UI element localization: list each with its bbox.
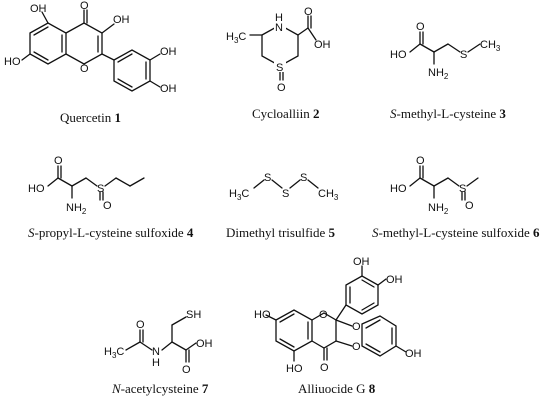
atom-oxygen: O [465,200,474,212]
atom-nitrogen: H [152,357,160,369]
amino-group: NH2 [428,202,449,216]
atom-oxygen: O [320,362,329,374]
amino-group: NH2 [66,202,87,216]
atom-oxygen-ring: O [80,63,89,75]
n-acetylcysteine-structure: O N H SH O OH H3C [104,309,213,376]
amino-group: NH2 [428,67,449,81]
compound-caption-5: Dimethyl trisulfide 5 [226,225,336,240]
atom-oxygen: O [304,6,313,18]
compound-caption-2: Cycloalliin 2 [252,106,320,121]
atom-oxygen: O [136,319,145,331]
atom-sulfur: S [276,62,283,74]
methyl-group: H3C [226,31,246,45]
atom-hydroxyl: OH [160,46,177,58]
methyl-group: CH3 [480,39,501,53]
s-propyl-cysteine-sulfoxide-structure: O HO S O NH2 [28,155,145,216]
methyl-group: H3C [229,188,249,202]
atom-oxygen: O [416,21,425,33]
cycloalliin-structure: H N S O O OH H3C [226,6,331,94]
atom-oxygen: O [416,155,425,167]
compound-caption-8: Alliuocide G 8 [298,381,376,396]
atom-hydroxyl: OH [405,348,422,360]
atom-hydroxyl: OH [30,3,47,15]
atom-nitrogen: H [275,12,283,24]
atom-sulfur: S [300,172,307,184]
atom-sulfur: S [264,172,271,184]
atom-hydroxyl: OH [353,256,370,268]
atom-hydroxyl: OH [196,338,213,350]
quercetin-structure: O OH OH HO O OH OH [4,0,177,95]
methyl-group: CH3 [318,188,339,202]
atom-oxygen: O [182,364,191,376]
atom-oxygen: O [103,200,112,212]
s-methyl-cysteine-sulfoxide-structure: O HO S O NH2 [390,155,479,216]
atom-hydroxyl: HO [28,183,45,195]
atom-hydroxyl: OH [386,274,403,286]
thiol-group: SH [186,309,201,321]
compound-caption-1: Quercetin 1 [60,110,121,125]
atom-hydroxyl: HO [4,56,21,68]
compound-caption-7: N-acetylcysteine 7 [111,381,209,396]
atom-hydroxyl: HO [254,309,271,321]
atom-oxygen: O [54,155,63,167]
atom-hydroxyl: OH [113,14,130,26]
atom-oxygen-carbonyl: O [80,0,89,12]
atom-sulfur: S [460,49,467,61]
atom-hydroxyl: HO [390,49,407,61]
atom-nitrogen: N [275,22,283,34]
compound-caption-3: S-methyl-L-cysteine 3 [390,106,506,121]
s-methyl-cysteine-structure: O HO S CH3 NH2 [390,21,501,81]
atom-oxygen: O [319,309,328,321]
atom-oxygen: O [277,82,286,94]
atom-hydroxyl: HO [390,183,407,195]
methyl-group: H3C [104,346,124,360]
atom-sulfur: S [459,183,466,195]
atom-nitrogen: N [152,346,160,358]
atom-sulfur: S [97,183,104,195]
atom-hydroxyl: OH [314,39,331,51]
atom-hydroxyl: OH [160,83,177,95]
dimethyl-trisulfide-structure: H3C S S S CH3 [229,172,339,202]
atom-oxygen: O [352,321,361,333]
atom-hydroxyl: HO [286,363,303,375]
alliuocide-g-structure: HO HO O O O O OH OH OH [254,256,422,375]
atom-sulfur: S [282,188,289,200]
compound-caption-4: S-propyl-L-cysteine sulfoxide 4 [28,225,194,240]
compound-caption-6: S-methyl-L-cysteine sulfoxide 6 [372,225,540,240]
atom-oxygen: O [352,341,361,353]
